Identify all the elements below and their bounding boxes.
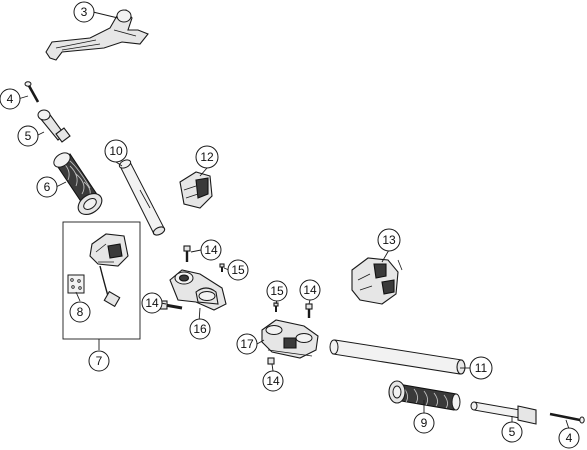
callout-7: 7 [88, 350, 110, 372]
screw-part [183, 245, 225, 272]
callout-12: 12 [195, 145, 219, 169]
callout-13: 13 [377, 228, 401, 252]
callout-label: 16 [193, 322, 207, 336]
bar-end-part [470, 401, 537, 425]
callout-5: 5 [501, 421, 523, 443]
callout-5: 5 [17, 125, 39, 147]
callout-label: 4 [566, 431, 573, 445]
bolt-part [549, 412, 585, 424]
callout-label: 14 [303, 283, 317, 297]
callout-11: 11 [469, 356, 493, 380]
lever-part [45, 9, 149, 61]
callout-label: 6 [44, 180, 51, 194]
callout-8: 8 [69, 301, 91, 323]
callout-9: 9 [413, 412, 435, 434]
callout-4: 4 [0, 88, 21, 110]
callout-label: 4 [7, 92, 14, 106]
callout-label: 3 [81, 5, 88, 19]
callout-label: 11 [475, 361, 488, 375]
lower-clamp-part [159, 269, 227, 311]
callout-14: 14 [299, 279, 321, 301]
left-grip-part [53, 152, 103, 216]
right-switch-part [351, 257, 403, 305]
bolt-part [24, 81, 40, 103]
callout-label: 15 [270, 284, 284, 298]
callout-label: 5 [509, 425, 516, 439]
callout-label: 9 [421, 416, 428, 430]
callout-label: 14 [204, 243, 218, 257]
callout-14: 14 [262, 370, 284, 392]
callout-16: 16 [189, 318, 211, 340]
top-clamp-part [261, 319, 319, 359]
callout-label: 14 [145, 296, 159, 310]
callout-4: 4 [558, 427, 580, 449]
callout-14: 14 [200, 239, 222, 261]
callout-label: 15 [231, 263, 245, 277]
throttle-housing-part [179, 171, 213, 209]
callout-10: 10 [104, 139, 128, 163]
callout-label: 13 [382, 233, 396, 247]
throttle-tube-part [118, 159, 166, 236]
callout-17: 17 [236, 333, 258, 355]
callout-6: 6 [36, 176, 58, 198]
handlebar-part [329, 339, 466, 375]
switch-assembly-part [67, 233, 129, 308]
callout-15: 15 [227, 259, 249, 281]
callout-15: 15 [266, 280, 288, 302]
screw-part [267, 302, 313, 365]
callout-label: 8 [77, 305, 84, 319]
callout-label: 12 [200, 150, 214, 164]
callout-label: 17 [240, 337, 254, 351]
kit-frame [62, 221, 141, 340]
callout-label: 14 [266, 374, 280, 388]
callout-label: 5 [25, 129, 32, 143]
callout-label: 7 [96, 354, 103, 368]
bar-end-part [37, 109, 71, 143]
callout-3: 3 [73, 1, 95, 23]
right-grip-part [388, 380, 461, 411]
callout-14: 14 [141, 292, 163, 314]
callout-label: 10 [109, 144, 123, 158]
